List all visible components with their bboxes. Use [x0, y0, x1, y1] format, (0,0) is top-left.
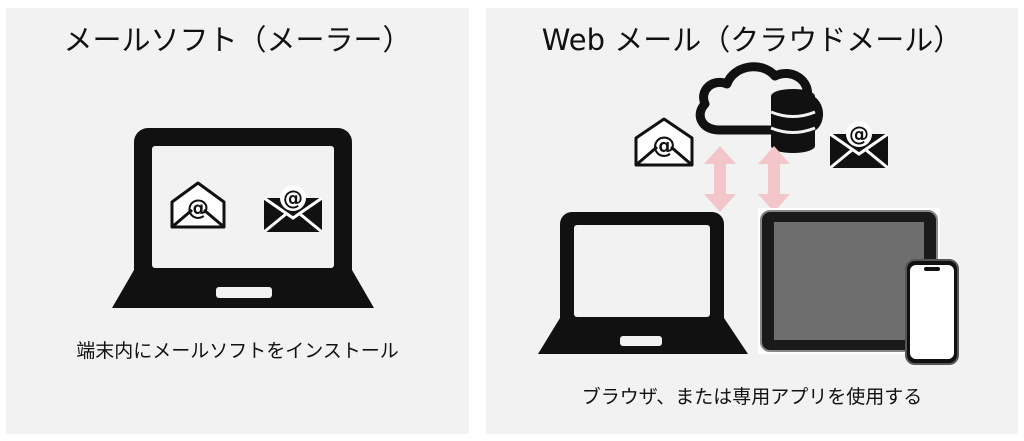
web-mail-caption: ブラウザ、または専用アプリを使用する: [581, 386, 923, 408]
web-mail-panel: Web メール（クラウドメール） @ @: [486, 8, 1018, 434]
at-sign: @: [849, 122, 869, 146]
mail-software-title: メールソフト（メーラー）: [63, 23, 412, 57]
open-envelope-icon: @: [634, 117, 694, 167]
mail-software-caption: 端末内にメールソフトをインストール: [76, 340, 399, 362]
sync-arrow-icon: [758, 146, 790, 212]
tablet-icon: [758, 208, 940, 354]
smartphone-icon: [905, 259, 959, 365]
at-sign: @: [187, 196, 209, 221]
web-mail-title: Web メール（クラウドメール）: [541, 23, 963, 57]
open-envelope-icon: @: [170, 181, 226, 229]
laptop-icon: [538, 212, 748, 354]
at-sign: @: [653, 133, 676, 159]
at-sign: @: [283, 186, 303, 210]
database-icon: [770, 89, 816, 153]
mail-software-panel: メールソフト（メーラー） @ @ 端末内にメールソフトをインストール: [6, 8, 469, 434]
closed-envelope-icon: @: [829, 121, 889, 170]
laptop-icon: [112, 128, 374, 308]
sync-arrow-icon: [704, 146, 736, 212]
closed-envelope-icon: @: [263, 185, 323, 234]
